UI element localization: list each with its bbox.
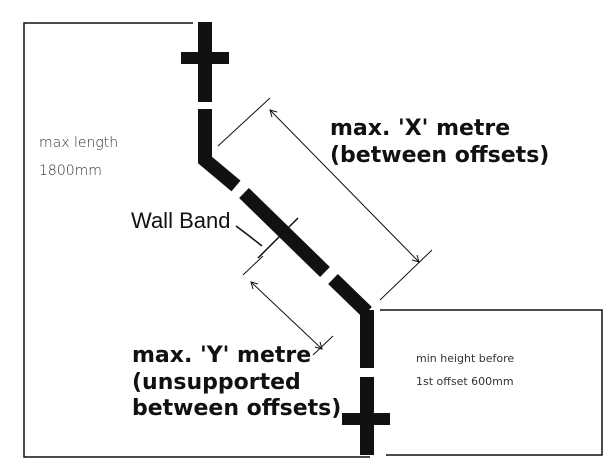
max-length-label: max length bbox=[39, 135, 119, 151]
top-cross-joint bbox=[181, 22, 229, 102]
y-label-line2: (unsupported bbox=[132, 370, 301, 395]
max-length-value: 1800mm bbox=[39, 163, 102, 179]
bottom-cross-joint bbox=[342, 398, 390, 455]
min-height-line2: 1st offset 600mm bbox=[416, 375, 514, 388]
y-label-line3: between offsets) bbox=[132, 396, 342, 421]
x-label-line1: max. 'X' metre bbox=[330, 116, 511, 141]
y-dimension bbox=[242, 255, 334, 356]
x-label-line2: (between offsets) bbox=[330, 143, 550, 168]
x-dimension bbox=[217, 97, 433, 301]
min-height-line1: min height before bbox=[416, 352, 515, 365]
max-length-bracket bbox=[23, 22, 370, 458]
wall-band bbox=[235, 217, 299, 259]
wall-band-label: Wall Band bbox=[131, 208, 231, 233]
min-height-bracket bbox=[380, 309, 603, 456]
y-label-line1: max. 'Y' metre bbox=[132, 343, 312, 368]
